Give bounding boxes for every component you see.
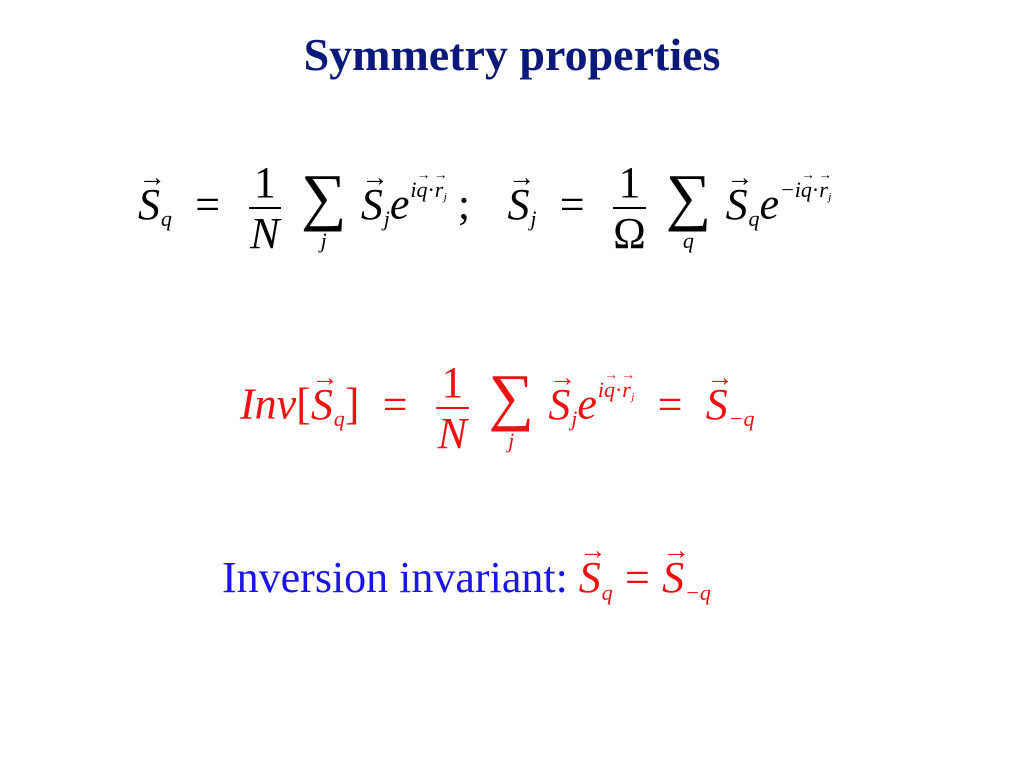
summation-over-q: ∑q [665,160,712,254]
inversion-invariant-label: Inversion invariant: [222,553,568,602]
inversion-invariant-equation: Sq=S−q [579,553,711,605]
summation-over-j-red: ∑j [488,360,534,454]
fourier-pair-equation: Sq = 1N ∑j Sjeiq·rj ; Sj = 1Ω ∑q Sqe−iq·… [138,158,831,258]
inversion-invariant-line: Inversion invariant: Sq=S−q [222,552,711,606]
slide-title: Symmetry properties [303,29,721,80]
inversion-equation: Inv[Sq] = 1N ∑j Sjeiq·rj = S−q [240,358,755,458]
vector-S: S [138,179,160,230]
exponent-negative: −iq·rj [780,177,831,204]
exponent-positive: iq·rj [410,177,447,204]
exponent-positive-red: iq·rj [598,377,635,404]
summation-over-j: ∑j [300,160,347,254]
